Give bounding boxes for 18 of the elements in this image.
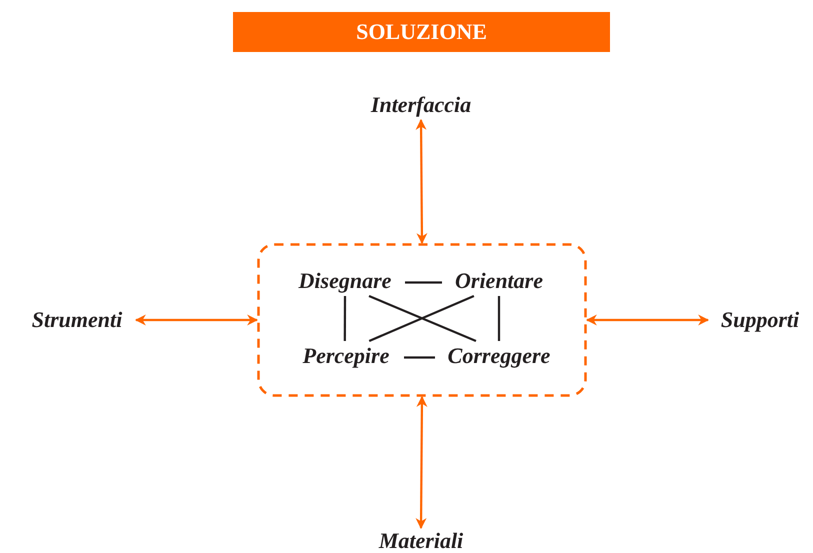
connector-line [498, 296, 500, 341]
connector-line [405, 281, 442, 284]
connector-line [344, 296, 346, 341]
dashed-frame [257, 243, 587, 397]
double-arrow [134, 314, 258, 326]
title-banner: SOLUZIONE [233, 12, 610, 52]
node-label: Percepire [302, 343, 390, 369]
node-label: Materiali [378, 528, 464, 553]
connector-line [404, 356, 435, 359]
double-arrow [586, 314, 710, 326]
double-arrow [416, 396, 428, 530]
node-label: Supporti [720, 307, 800, 333]
node-label: Orientare [455, 268, 543, 294]
double-arrow [416, 118, 428, 244]
node-label: Interfaccia [370, 92, 472, 118]
node-label: Strumenti [32, 307, 122, 333]
node-label: Disegnare [298, 268, 392, 294]
node-label: Correggere [448, 343, 550, 369]
